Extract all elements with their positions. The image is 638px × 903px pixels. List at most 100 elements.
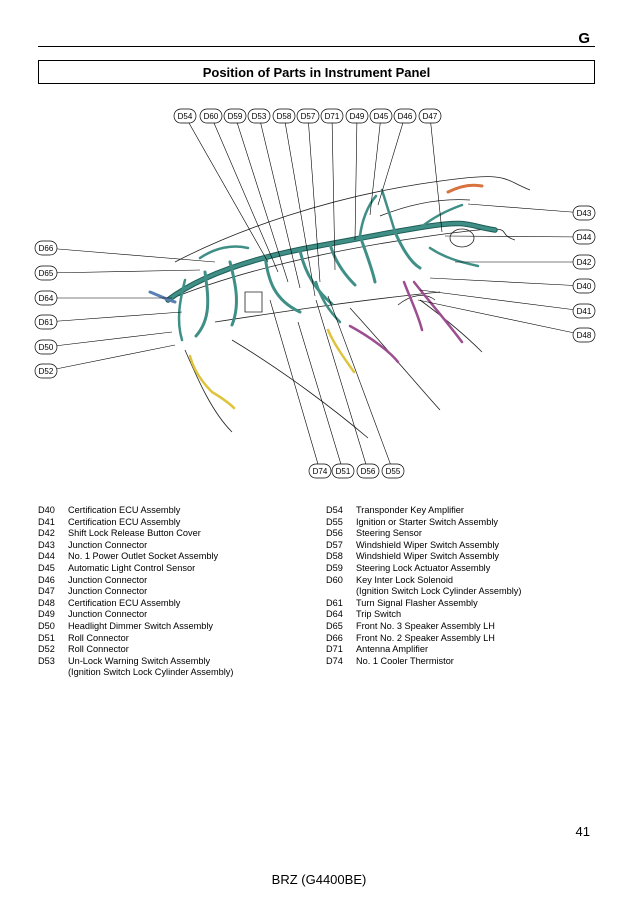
legend-description: Junction Connector bbox=[68, 574, 148, 585]
legend-code: D50 bbox=[38, 620, 55, 631]
callout-text: D59 bbox=[228, 112, 243, 121]
legend-code: D41 bbox=[38, 516, 55, 527]
legend-code: D74 bbox=[326, 655, 343, 666]
callout-text: D56 bbox=[361, 467, 376, 476]
callout-text: D61 bbox=[39, 318, 54, 327]
legend-code: D42 bbox=[38, 528, 55, 539]
callout-text: D71 bbox=[325, 112, 340, 121]
legend-code: D60 bbox=[326, 574, 343, 585]
callout-text: D42 bbox=[577, 258, 592, 267]
leader-lines bbox=[45, 115, 585, 472]
leader-line bbox=[45, 269, 201, 274]
leader-line bbox=[258, 115, 301, 289]
callout-text: D58 bbox=[277, 112, 292, 121]
header-rule bbox=[38, 46, 595, 47]
legend-description: Front No. 3 Speaker Assembly LH bbox=[356, 620, 495, 631]
callout-bubble bbox=[199, 108, 223, 124]
callout-text: D44 bbox=[577, 233, 592, 242]
callout-bottom-D55: D55 bbox=[381, 463, 405, 479]
callout-bubble bbox=[345, 108, 369, 124]
page-title: Position of Parts in Instrument Panel bbox=[38, 60, 595, 84]
legend-description: Certification ECU Assembly bbox=[68, 505, 181, 515]
legend-code: D47 bbox=[38, 586, 55, 597]
callout-bubble bbox=[308, 463, 332, 479]
callout-top-D46: D46 bbox=[393, 108, 417, 124]
legend-row: D50 Headlight Dimmer Switch Assembly bbox=[38, 621, 318, 633]
legend-code bbox=[326, 586, 356, 598]
legend-description: Trip Switch bbox=[356, 609, 402, 620]
callout-text: D40 bbox=[577, 282, 592, 291]
callout-left-D66: D66 bbox=[34, 240, 58, 256]
callout-bubble bbox=[572, 254, 596, 270]
legend-code: D71 bbox=[326, 644, 343, 655]
legend-description: Ignition or Starter Switch Assembly bbox=[356, 516, 498, 527]
callout-text: D50 bbox=[39, 343, 54, 352]
legend-row: (Ignition Switch Lock Cylinder Assembly) bbox=[326, 586, 606, 598]
callout-top-D47: D47 bbox=[418, 108, 442, 124]
callout-text: D41 bbox=[577, 307, 592, 316]
callout-text: D51 bbox=[336, 467, 351, 476]
legend-code: D53 bbox=[38, 655, 55, 666]
callout-right-D42: D42 bbox=[572, 254, 596, 270]
callout-bubble bbox=[369, 108, 393, 124]
callout-top-D53: D53 bbox=[247, 108, 271, 124]
legend-code: D49 bbox=[38, 609, 55, 620]
callout-left-D61: D61 bbox=[34, 314, 58, 330]
callout-bubble bbox=[247, 108, 271, 124]
page-number: 41 bbox=[575, 824, 590, 839]
legend-description: Shift Lock Release Button Cover bbox=[68, 528, 201, 539]
legend-description: Turn Signal Flasher Assembly bbox=[356, 597, 478, 608]
callout-text: D65 bbox=[39, 269, 54, 278]
legend-description: Transponder Key Amplifier bbox=[356, 505, 464, 515]
callout-bubble bbox=[34, 363, 58, 379]
legend-description: (Ignition Switch Lock Cylinder Assembly) bbox=[68, 667, 234, 678]
callout-bubble bbox=[572, 229, 596, 245]
callout-bubble bbox=[393, 108, 417, 124]
leader-line bbox=[184, 115, 269, 263]
callout-text: D64 bbox=[39, 294, 54, 303]
callout-bottom-D74: D74 bbox=[308, 463, 332, 479]
legend-description: No. 1 Power Outlet Socket Assembly bbox=[68, 551, 219, 562]
legend-description: Junction Connector bbox=[68, 539, 148, 550]
leader-line bbox=[377, 115, 406, 206]
legend-description: Roll Connector bbox=[68, 632, 129, 643]
leader-line bbox=[369, 115, 382, 216]
callout-bubble bbox=[296, 108, 320, 124]
callout-bubble bbox=[331, 463, 355, 479]
callout-text: D48 bbox=[577, 331, 592, 340]
callout-bubble bbox=[34, 339, 58, 355]
legend-row: D42 Shift Lock Release Button Cover bbox=[38, 528, 318, 540]
legend-code: D59 bbox=[326, 562, 343, 573]
legend-code: D66 bbox=[326, 632, 343, 643]
callout-text: D57 bbox=[301, 112, 316, 121]
legend-description: Headlight Dimmer Switch Assembly bbox=[68, 620, 214, 631]
leader-line bbox=[327, 295, 394, 472]
callout-bubble bbox=[34, 240, 58, 256]
callout-text: D47 bbox=[423, 112, 438, 121]
leader-line bbox=[45, 344, 176, 372]
callout-text: D46 bbox=[398, 112, 413, 121]
callout-top-D54: D54 bbox=[173, 108, 197, 124]
callout-text: D74 bbox=[313, 467, 328, 476]
callout-bubble bbox=[572, 278, 596, 294]
legend-code: D58 bbox=[326, 551, 343, 562]
callout-bubble bbox=[34, 290, 58, 306]
legend-code: D61 bbox=[326, 597, 343, 608]
leader-line bbox=[283, 115, 316, 297]
legend-row: D61 Turn Signal Flasher Assembly bbox=[326, 598, 606, 610]
